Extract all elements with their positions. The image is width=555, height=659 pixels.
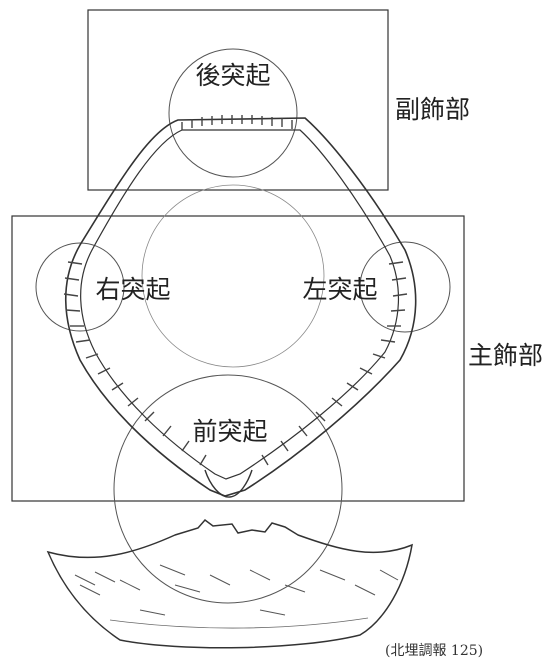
primary-decoration-label: 主飾部 (468, 341, 543, 370)
bowl-hatching (74, 564, 399, 616)
bowl-base-line (109, 617, 369, 629)
rim-outer (64, 117, 417, 497)
secondary-decoration-frame (87, 9, 389, 191)
left-protrusion-circle (359, 241, 451, 333)
right-protrusion-label: 右突起 (95, 275, 170, 304)
front-protrusion-label: 前突起 (192, 417, 267, 446)
rear-protrusion-label: 後突起 (195, 61, 270, 90)
front-knob (204, 469, 253, 498)
left-protrusion-label: 左突起 (302, 275, 377, 304)
secondary-decoration-label: 副飾部 (395, 95, 470, 124)
bowl-profile (46, 518, 413, 649)
rim-inner (80, 129, 400, 480)
center-circle (141, 184, 325, 368)
rim-hatching (63, 115, 408, 466)
rear-protrusion-circle (168, 48, 298, 178)
source-caption: (北埋調報 125) (385, 643, 483, 659)
front-protrusion-circle (113, 374, 343, 604)
right-protrusion-circle (35, 242, 125, 332)
primary-decoration-frame (11, 215, 465, 502)
